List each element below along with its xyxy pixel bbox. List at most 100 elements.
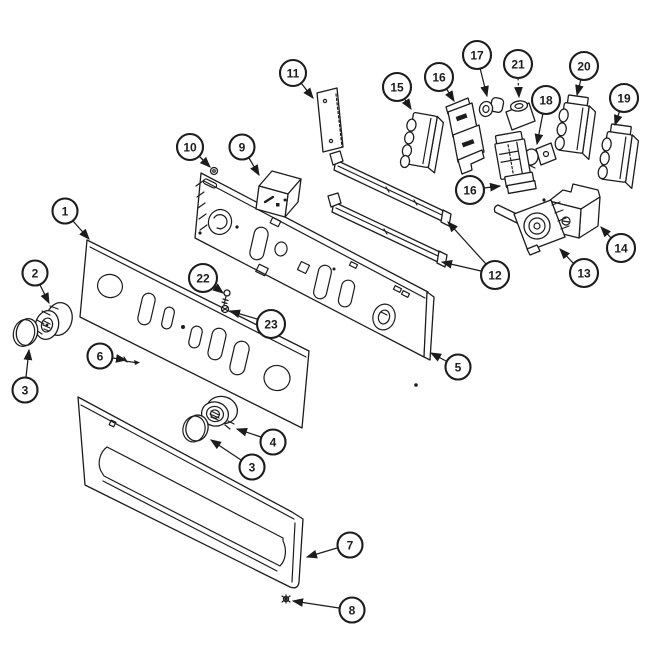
- leader-arrow: [112, 354, 128, 363]
- callout-9: 9: [228, 133, 260, 177]
- rear-console-panel: [194, 166, 435, 387]
- leader-arrow: [514, 77, 523, 99]
- leader-arrow: [483, 182, 502, 192]
- callout-1: 1: [51, 197, 90, 240]
- screw-6: [123, 356, 140, 365]
- callout-10: 10: [175, 132, 211, 168]
- callout-23: 23: [228, 308, 287, 340]
- callout-8: 8: [291, 596, 366, 624]
- callout-circle: [461, 39, 493, 71]
- switch-20: [554, 94, 597, 161]
- leader-arrow: [305, 547, 338, 559]
- callout-number: 16: [432, 71, 446, 85]
- callout-number: 2: [32, 267, 39, 281]
- callout-number: 7: [347, 539, 354, 553]
- leader-arrow: [228, 309, 258, 320]
- parts-artwork: [12, 87, 640, 604]
- cap-3a: [12, 318, 39, 347]
- callout-number: 3: [22, 384, 29, 398]
- leader-arrow: [23, 348, 33, 378]
- callout-circle: [605, 232, 637, 264]
- callout-20: 20: [568, 50, 600, 97]
- leader-arrow: [575, 78, 584, 97]
- trim-strip-lower: [327, 192, 448, 268]
- callout-5: 5: [429, 352, 472, 381]
- trim-strip-upper: [329, 150, 452, 227]
- callout-number: 23: [264, 318, 278, 332]
- callout-19: 19: [608, 82, 640, 127]
- callout-circle: [336, 531, 364, 559]
- access-panel-7: [77, 396, 304, 589]
- callout-circle: [608, 82, 640, 114]
- callout-2: 2: [21, 259, 50, 305]
- bracket-16a: [445, 97, 485, 175]
- switch-box-9: [255, 170, 302, 218]
- callout-12: 12: [440, 221, 511, 291]
- leader-arrow: [72, 220, 90, 240]
- bracket-16b: [494, 130, 537, 195]
- timer-motor-13: [493, 199, 570, 256]
- callout-15: 15: [381, 71, 413, 111]
- callout-circle: [259, 428, 287, 456]
- leader-arrow: [600, 226, 613, 240]
- callout-number: 6: [97, 350, 104, 364]
- callout-number: 8: [349, 604, 356, 618]
- callout-number: 15: [390, 81, 404, 95]
- clip-17: [478, 96, 505, 118]
- mount-grommet: [209, 166, 219, 176]
- leader-arrow: [291, 598, 340, 609]
- callout-number: 12: [488, 269, 502, 283]
- callout-circle: [444, 353, 472, 381]
- callout-7: 7: [305, 531, 364, 559]
- callout-number: 11: [287, 67, 300, 81]
- switch-15: [399, 111, 445, 174]
- leader-arrow: [198, 155, 211, 168]
- callout-number: 4: [270, 436, 277, 450]
- leader-arrow: [479, 67, 489, 98]
- callout-4: 4: [235, 428, 287, 456]
- callout-3: 3: [209, 439, 266, 481]
- callout-11: 11: [278, 58, 314, 99]
- knob-2: [34, 302, 73, 340]
- callout-circle: [568, 257, 600, 289]
- leader-arrow: [440, 259, 482, 272]
- knob-4: [200, 395, 239, 430]
- callout-number: 21: [511, 58, 525, 72]
- callout-22: 22: [187, 262, 224, 294]
- callout-circle: [238, 453, 266, 481]
- leader-arrow: [300, 82, 314, 99]
- callout-number: 18: [539, 94, 553, 108]
- callout-circle: [175, 132, 205, 162]
- callout-circle: [338, 596, 366, 624]
- screw-22: [221, 289, 231, 306]
- callout-number: 3: [249, 461, 256, 475]
- leader-arrow: [212, 283, 224, 294]
- callout-circle: [454, 174, 486, 206]
- leader-arrow: [559, 248, 575, 265]
- callout-circle: [479, 259, 511, 291]
- callout-circle: [278, 58, 308, 88]
- callout-number: 19: [617, 92, 631, 106]
- callout-circle: [381, 71, 413, 103]
- leader-arrow: [39, 284, 50, 305]
- cover-plate-11: [316, 87, 344, 153]
- callout-number: 1: [62, 205, 69, 219]
- callout-circle: [86, 342, 114, 370]
- callout-number: 13: [577, 267, 591, 281]
- leader-arrow: [209, 439, 242, 461]
- leader-arrow: [401, 97, 412, 111]
- callout-circle: [423, 61, 455, 93]
- leader-arrow: [445, 87, 455, 103]
- leader-arrow: [235, 428, 262, 438]
- switch-19: [597, 123, 640, 190]
- callout-18: 18: [530, 84, 562, 146]
- callout-16: 16: [454, 174, 502, 206]
- callout-circle: [568, 50, 600, 82]
- fastener-23: [220, 304, 230, 314]
- screw-8: [281, 594, 291, 604]
- callout-circle: [187, 262, 219, 294]
- leader-arrow: [429, 352, 447, 362]
